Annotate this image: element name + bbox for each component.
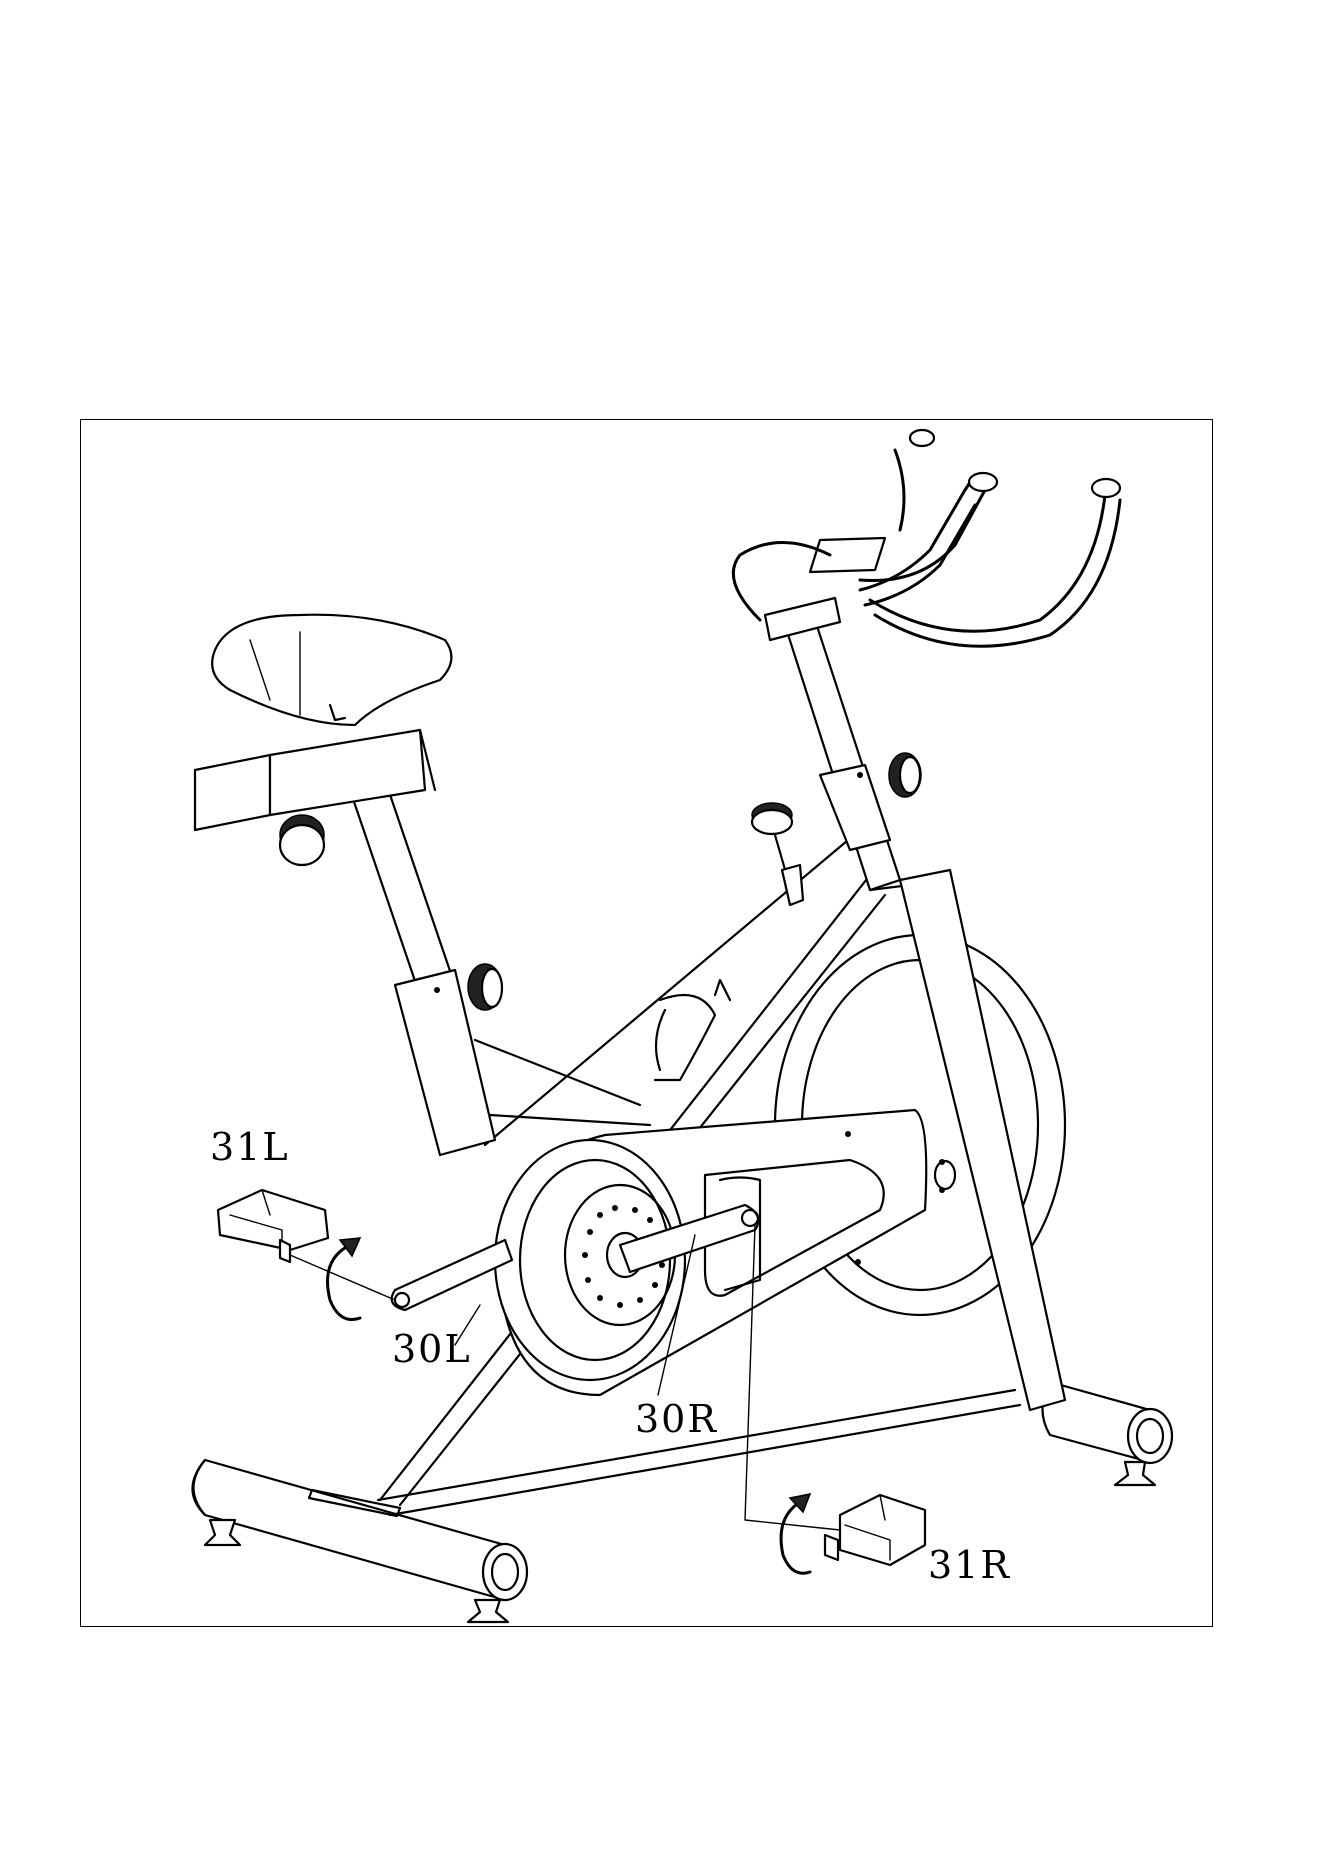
rotation-arrow-right-icon bbox=[781, 1494, 810, 1573]
callout-30r: 30R bbox=[635, 1397, 718, 1441]
bottle-holder bbox=[655, 980, 730, 1080]
callout-31l: 31L bbox=[210, 1125, 290, 1169]
resistance-knob bbox=[752, 803, 803, 905]
handlebars bbox=[733, 430, 1120, 646]
crank-arm-left-drawing bbox=[392, 1240, 512, 1310]
callout-31r: 31R bbox=[928, 1543, 1011, 1587]
front-stabilizer-tube bbox=[193, 1460, 528, 1622]
seat-assembly bbox=[195, 615, 502, 1155]
callout-30l: 30L bbox=[392, 1327, 472, 1371]
pedal-left-drawing bbox=[218, 1190, 328, 1262]
